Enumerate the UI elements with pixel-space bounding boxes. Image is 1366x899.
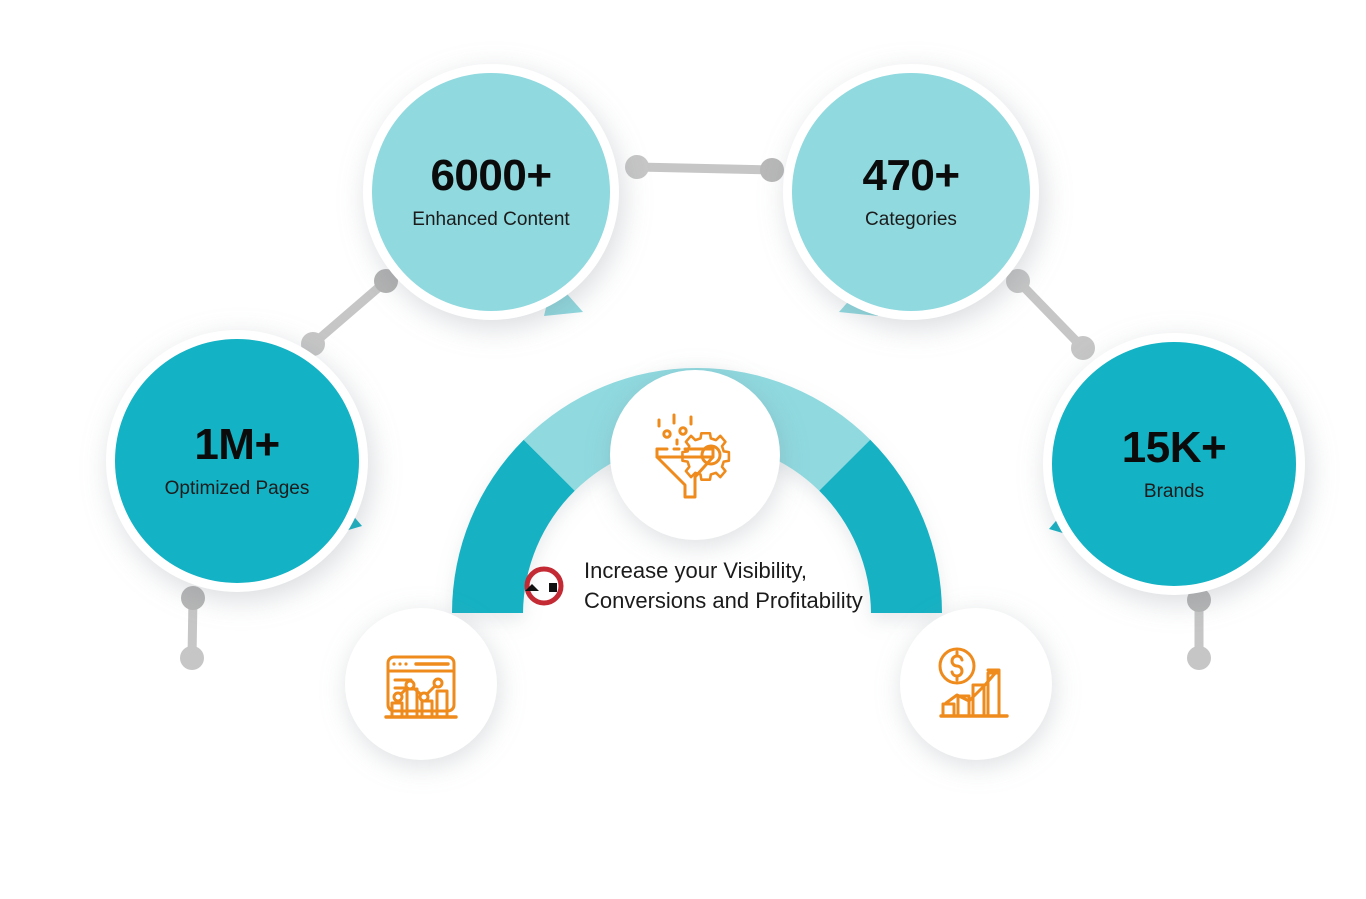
connector-top-center xyxy=(625,155,784,182)
icon-circle-analytics[interactable] xyxy=(345,608,497,760)
arc-left-segment xyxy=(452,439,575,613)
center-headline: Increase your Visibility, Conversions an… xyxy=(584,558,863,613)
stat-value-optimized-pages: 1M+ xyxy=(194,419,280,469)
stat-bubble-brands[interactable]: 15K+ Brands xyxy=(1043,333,1305,595)
stat-bubble-categories[interactable]: 470+ Categories xyxy=(783,64,1039,320)
analytics-dashboard-icon xyxy=(384,655,458,719)
icon-circle-funnel[interactable] xyxy=(610,370,780,540)
center-caption: Increase your Visibility, Conversions an… xyxy=(520,556,863,615)
connector-lower-left xyxy=(180,586,205,670)
arc-right-segment xyxy=(819,439,942,613)
stat-value-enhanced-content: 6000+ xyxy=(430,150,552,200)
stat-value-categories: 470+ xyxy=(862,150,960,200)
icon-circle-growth[interactable] xyxy=(900,608,1052,760)
revenue-growth-icon xyxy=(938,647,1009,718)
connector-lower-right xyxy=(1187,588,1211,670)
connector-upper-right xyxy=(1006,269,1095,360)
stat-bubble-optimized-pages[interactable]: 1M+ Optimized Pages xyxy=(106,330,368,592)
stat-label-optimized-pages: Optimized Pages xyxy=(164,477,310,499)
stat-label-brands: Brands xyxy=(1143,480,1205,502)
stat-label-enhanced-content: Enhanced Content xyxy=(412,208,570,230)
ring-logo-icon xyxy=(524,566,564,606)
stat-bubble-enhanced-content[interactable]: 6000+ Enhanced Content xyxy=(363,64,619,320)
stat-label-categories: Categories xyxy=(865,208,957,230)
funnel-gear-icon xyxy=(655,413,731,499)
stat-value-brands: 15K+ xyxy=(1121,422,1227,472)
